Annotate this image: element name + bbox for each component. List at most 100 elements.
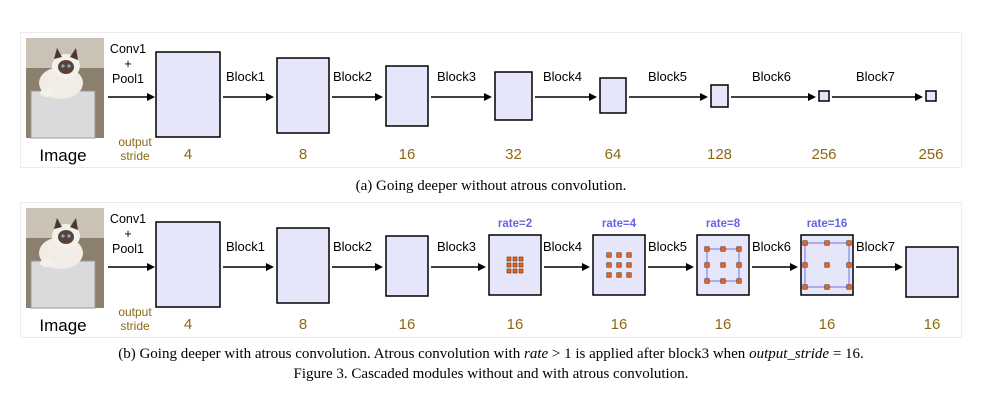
arrowhead-block-2 [375, 263, 383, 271]
block-label-4: Block4 [543, 239, 582, 254]
arrowhead-conv1 [147, 263, 155, 271]
block-label-6: Block6 [752, 239, 791, 254]
kernel-tap-4 [506, 256, 512, 262]
kernel-tap-4 [506, 262, 512, 268]
stride-caption-1: stride [120, 149, 150, 163]
kernel-tap-7 [802, 262, 808, 268]
feature-map-box-4 [494, 71, 533, 121]
kernel-tap-7 [846, 240, 852, 246]
kernel-tap-5 [616, 262, 622, 268]
kernel-tap-4 [512, 256, 518, 262]
kernel-tap-7 [802, 240, 808, 246]
stride-value-5: 16 [611, 316, 628, 333]
stride-value-4: 16 [507, 316, 524, 333]
arrowhead-block-1 [266, 93, 274, 101]
kernel-tap-5 [606, 272, 612, 278]
feature-map-box-3 [385, 65, 429, 127]
block-label-2: Block2 [333, 69, 372, 84]
cat-face-mask [58, 230, 74, 244]
cat-ear-right [70, 218, 78, 230]
feature-map-box-8 [905, 246, 959, 298]
cat-ear-right [70, 48, 78, 60]
stride-value-3: 16 [399, 146, 416, 163]
kernel-tap-5 [606, 262, 612, 268]
stride-value-8: 256 [918, 146, 943, 163]
cat-eye-left [61, 64, 65, 68]
caption-b-os-var: output_stride [749, 346, 830, 362]
arrowhead-block-3 [478, 263, 486, 271]
arrowhead-block-5 [686, 263, 694, 271]
feature-map-box-8 [925, 90, 937, 102]
cat-photo [26, 208, 104, 309]
kernel-tap-4 [512, 262, 518, 268]
rate-label-5: rate=4 [602, 218, 637, 230]
conv1-label-0: Conv1 [110, 212, 146, 226]
kernel-tap-6 [736, 278, 742, 284]
kernel-tap-6 [704, 278, 710, 284]
arrowhead-block-7 [915, 93, 923, 101]
cat-face-mask [58, 60, 74, 74]
kernel-tap-7 [824, 262, 830, 268]
kernel-tap-6 [720, 246, 726, 252]
arrowhead-block-2 [375, 93, 383, 101]
kernel-tap-5 [626, 252, 632, 258]
stride-value-8: 16 [924, 316, 941, 333]
kernel-tap-4 [512, 268, 518, 274]
kernel-tap-5 [606, 252, 612, 258]
arrowhead-block-5 [700, 93, 708, 101]
kernel-tap-4 [518, 268, 524, 274]
block-label-1: Block1 [226, 239, 265, 254]
kernel-tap-5 [616, 252, 622, 258]
stride-value-6: 16 [715, 316, 732, 333]
cat-ear-left [54, 48, 62, 59]
stride-value-7: 256 [811, 146, 836, 163]
stride-value-4: 32 [505, 146, 522, 163]
stride-value-3: 16 [399, 316, 416, 333]
conv1-label-1: + [124, 227, 131, 241]
kernel-tap-6 [736, 262, 742, 268]
kernel-tap-6 [704, 262, 710, 268]
block-label-7: Block7 [856, 239, 895, 254]
feature-map-box-2 [276, 227, 330, 304]
conv1-label-0: Conv1 [110, 42, 146, 56]
arrowhead-conv1 [147, 93, 155, 101]
block-label-3: Block3 [437, 69, 476, 84]
block-label-2: Block2 [333, 239, 372, 254]
image-label: Image [39, 146, 86, 165]
block-label-1: Block1 [226, 69, 265, 84]
stride-caption-0: output [118, 135, 152, 149]
kernel-tap-6 [720, 278, 726, 284]
stride-value-6: 128 [707, 146, 732, 163]
caption-b-rate-var: rate [523, 346, 549, 362]
cat-eye-left [61, 234, 65, 238]
kernel-tap-6 [704, 246, 710, 252]
image-label: Image [39, 316, 86, 335]
arrowhead-block-7 [895, 263, 903, 271]
kernel-tap-5 [616, 272, 622, 278]
feature-map-box-7 [818, 90, 830, 102]
feature-map-box-3 [385, 235, 429, 297]
kernel-tap-7 [846, 262, 852, 268]
feature-map-box-1 [155, 221, 221, 308]
stride-value-2: 8 [299, 316, 307, 333]
kernel-tap-6 [720, 262, 726, 268]
figure-caption: Figure 3. Cascaded modules without and w… [293, 366, 689, 382]
rate-label-4: rate=2 [498, 218, 532, 230]
stride-caption-0: output [118, 305, 152, 319]
kernel-tap-6 [736, 246, 742, 252]
kernel-tap-4 [506, 268, 512, 274]
stride-value-5: 64 [605, 146, 622, 163]
kernel-tap-7 [824, 284, 830, 290]
cat-paw [40, 89, 54, 97]
stride-value-7: 16 [819, 316, 836, 333]
caption-b: (b) Going deeper with atrous convolution… [0, 346, 982, 363]
block-label-4: Block4 [543, 69, 582, 84]
arrowhead-block-6 [790, 263, 798, 271]
feature-map-box-6 [710, 84, 729, 108]
kernel-tap-5 [626, 262, 632, 268]
stride-value-1: 4 [184, 316, 192, 333]
cat-photo [26, 38, 104, 139]
